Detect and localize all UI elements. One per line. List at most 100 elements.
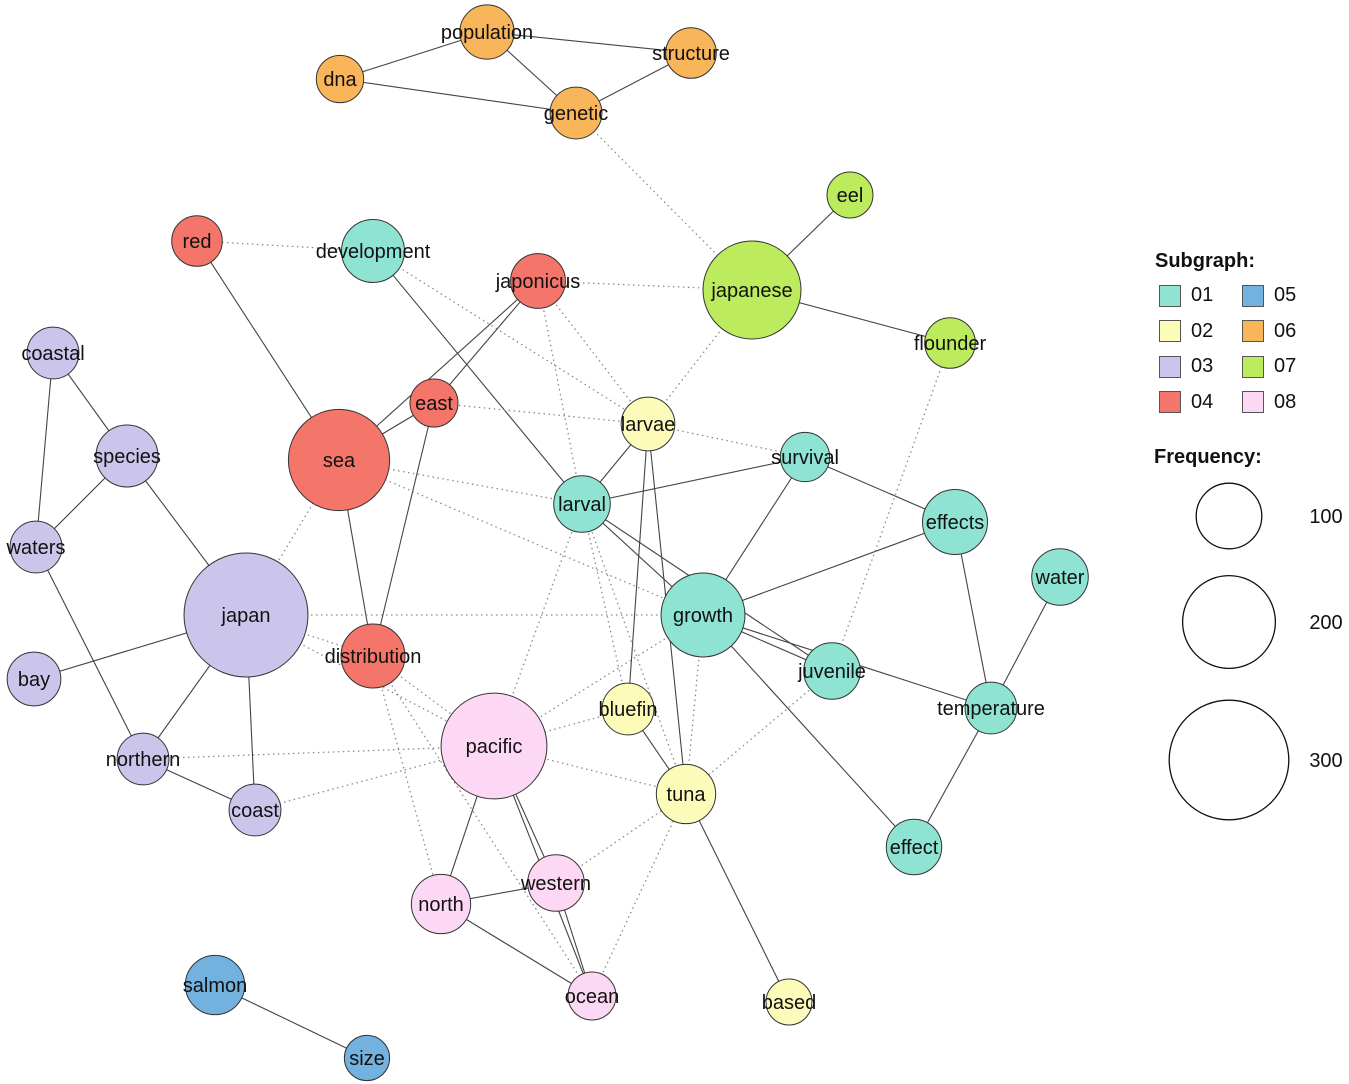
edge-larval-survival [581,456,806,505]
node-circle-size [343,1034,391,1082]
node-label-distribution: distribution [325,646,422,668]
node-label-water: water [1035,567,1085,589]
node-label-coast: coast [231,800,279,822]
node-flounder: flounder [914,317,987,369]
node-coastal: coastal [21,326,85,380]
node-circle-japonicus [510,253,566,309]
node-circle-effect [885,818,943,876]
edge-distribution-north [372,655,442,905]
node-label-western: western [520,873,591,895]
node-genetic: genetic [544,86,608,140]
edge-japonicus-larvae [537,280,649,425]
node-circle-flounder [924,317,976,369]
edge-tuna-based [685,793,790,1003]
node-circle-eel [826,171,874,219]
edge-japonicus-larval [537,280,583,505]
node-label-sea: sea [323,450,356,472]
edge-flounder-juvenile [831,342,951,672]
node-western: western [520,854,591,912]
node-label-development: development [316,241,431,263]
node-circle-dna [315,54,365,104]
edge-juvenile-tuna [685,670,833,795]
node-label-flounder: flounder [914,333,987,355]
node-circle-coastal [26,326,80,380]
node-circle-genetic [549,86,603,140]
legend-label-04: 04 [1191,390,1214,413]
legend-item-02: 02 [1159,320,1213,343]
node-label-northern: northern [106,749,181,771]
node-temperature: temperature [937,681,1045,735]
frequency-circle-200 [1181,574,1277,670]
node-circle-survival [779,431,831,483]
node-development: development [316,219,431,283]
node-japonicus: japonicus [495,253,581,309]
edge-dna-genetic [339,78,577,114]
node-east: east [409,378,459,428]
node-circle-japanese [702,240,802,340]
node-dna: dna [315,54,365,104]
node-label-eel: eel [837,185,864,207]
node-growth: growth [660,572,746,658]
legend-swatch-03 [1159,355,1181,378]
node-japanese: japanese [702,240,802,340]
node-label-coastal: coastal [21,343,84,365]
node-label-bluefin: bluefin [599,699,658,721]
node-circle-northern [116,732,170,786]
legend-swatch-04 [1159,391,1181,413]
edge-growth-effects [702,521,956,616]
node-coast: coast [228,783,282,837]
node-circle-bluefin [601,682,655,736]
node-tuna: tuna [655,763,717,825]
node-label-japonicus: japonicus [495,271,581,293]
node-circle-coast [228,783,282,837]
edge-larvae-survival [647,423,806,458]
node-red: red [171,215,223,267]
edge-east-distribution [372,402,435,657]
edge-larval-tuna [581,503,687,795]
node-eel: eel [826,171,874,219]
node-label-effects: effects [926,512,985,534]
node-label-growth: growth [673,605,733,627]
node-circle-juvenile [803,642,861,700]
node-northern: northern [106,732,181,786]
frequency-label-100: 100 [1309,506,1342,528]
node-circle-north [410,873,472,935]
node-circle-larval [553,475,611,533]
legend-swatch-07 [1242,355,1264,378]
node-juvenile: juvenile [797,642,866,700]
node-label-japanese: japanese [710,280,792,302]
edge-larvae-bluefin [627,423,649,710]
node-label-effect: effect [890,837,939,859]
node-label-japan: japan [221,605,271,627]
node-circle-distribution [340,623,406,689]
node-effects: effects [922,489,988,555]
node-label-dna: dna [323,69,357,91]
node-japan: japan [183,552,309,678]
node-waters: waters [6,520,65,574]
node-salmon: salmon [183,954,247,1016]
edge-larval-bluefin [581,503,629,710]
legend-item-07: 07 [1242,355,1296,378]
node-label-survival: survival [771,447,839,469]
node-circle-tuna [655,763,717,825]
frequency-circle-300 [1168,699,1290,821]
node-label-size: size [349,1048,385,1070]
legend-item-05: 05 [1242,284,1296,307]
frequency-label-300: 300 [1309,750,1342,772]
node-circle-ocean [567,971,617,1021]
legend-label-02: 02 [1191,319,1214,342]
node-circle-effects [922,489,988,555]
node-label-red: red [183,231,212,253]
node-larval: larval [553,475,611,533]
node-species: species [93,424,161,488]
edge-development-larvae [372,250,649,425]
node-circle-population [459,4,515,60]
edge-sea-growth [338,459,704,616]
legend-item-04: 04 [1159,391,1213,414]
node-label-larval: larval [558,494,606,516]
node-larvae: larvae [620,396,676,452]
node-label-ocean: ocean [565,986,620,1008]
node-circle-temperature [964,681,1018,735]
